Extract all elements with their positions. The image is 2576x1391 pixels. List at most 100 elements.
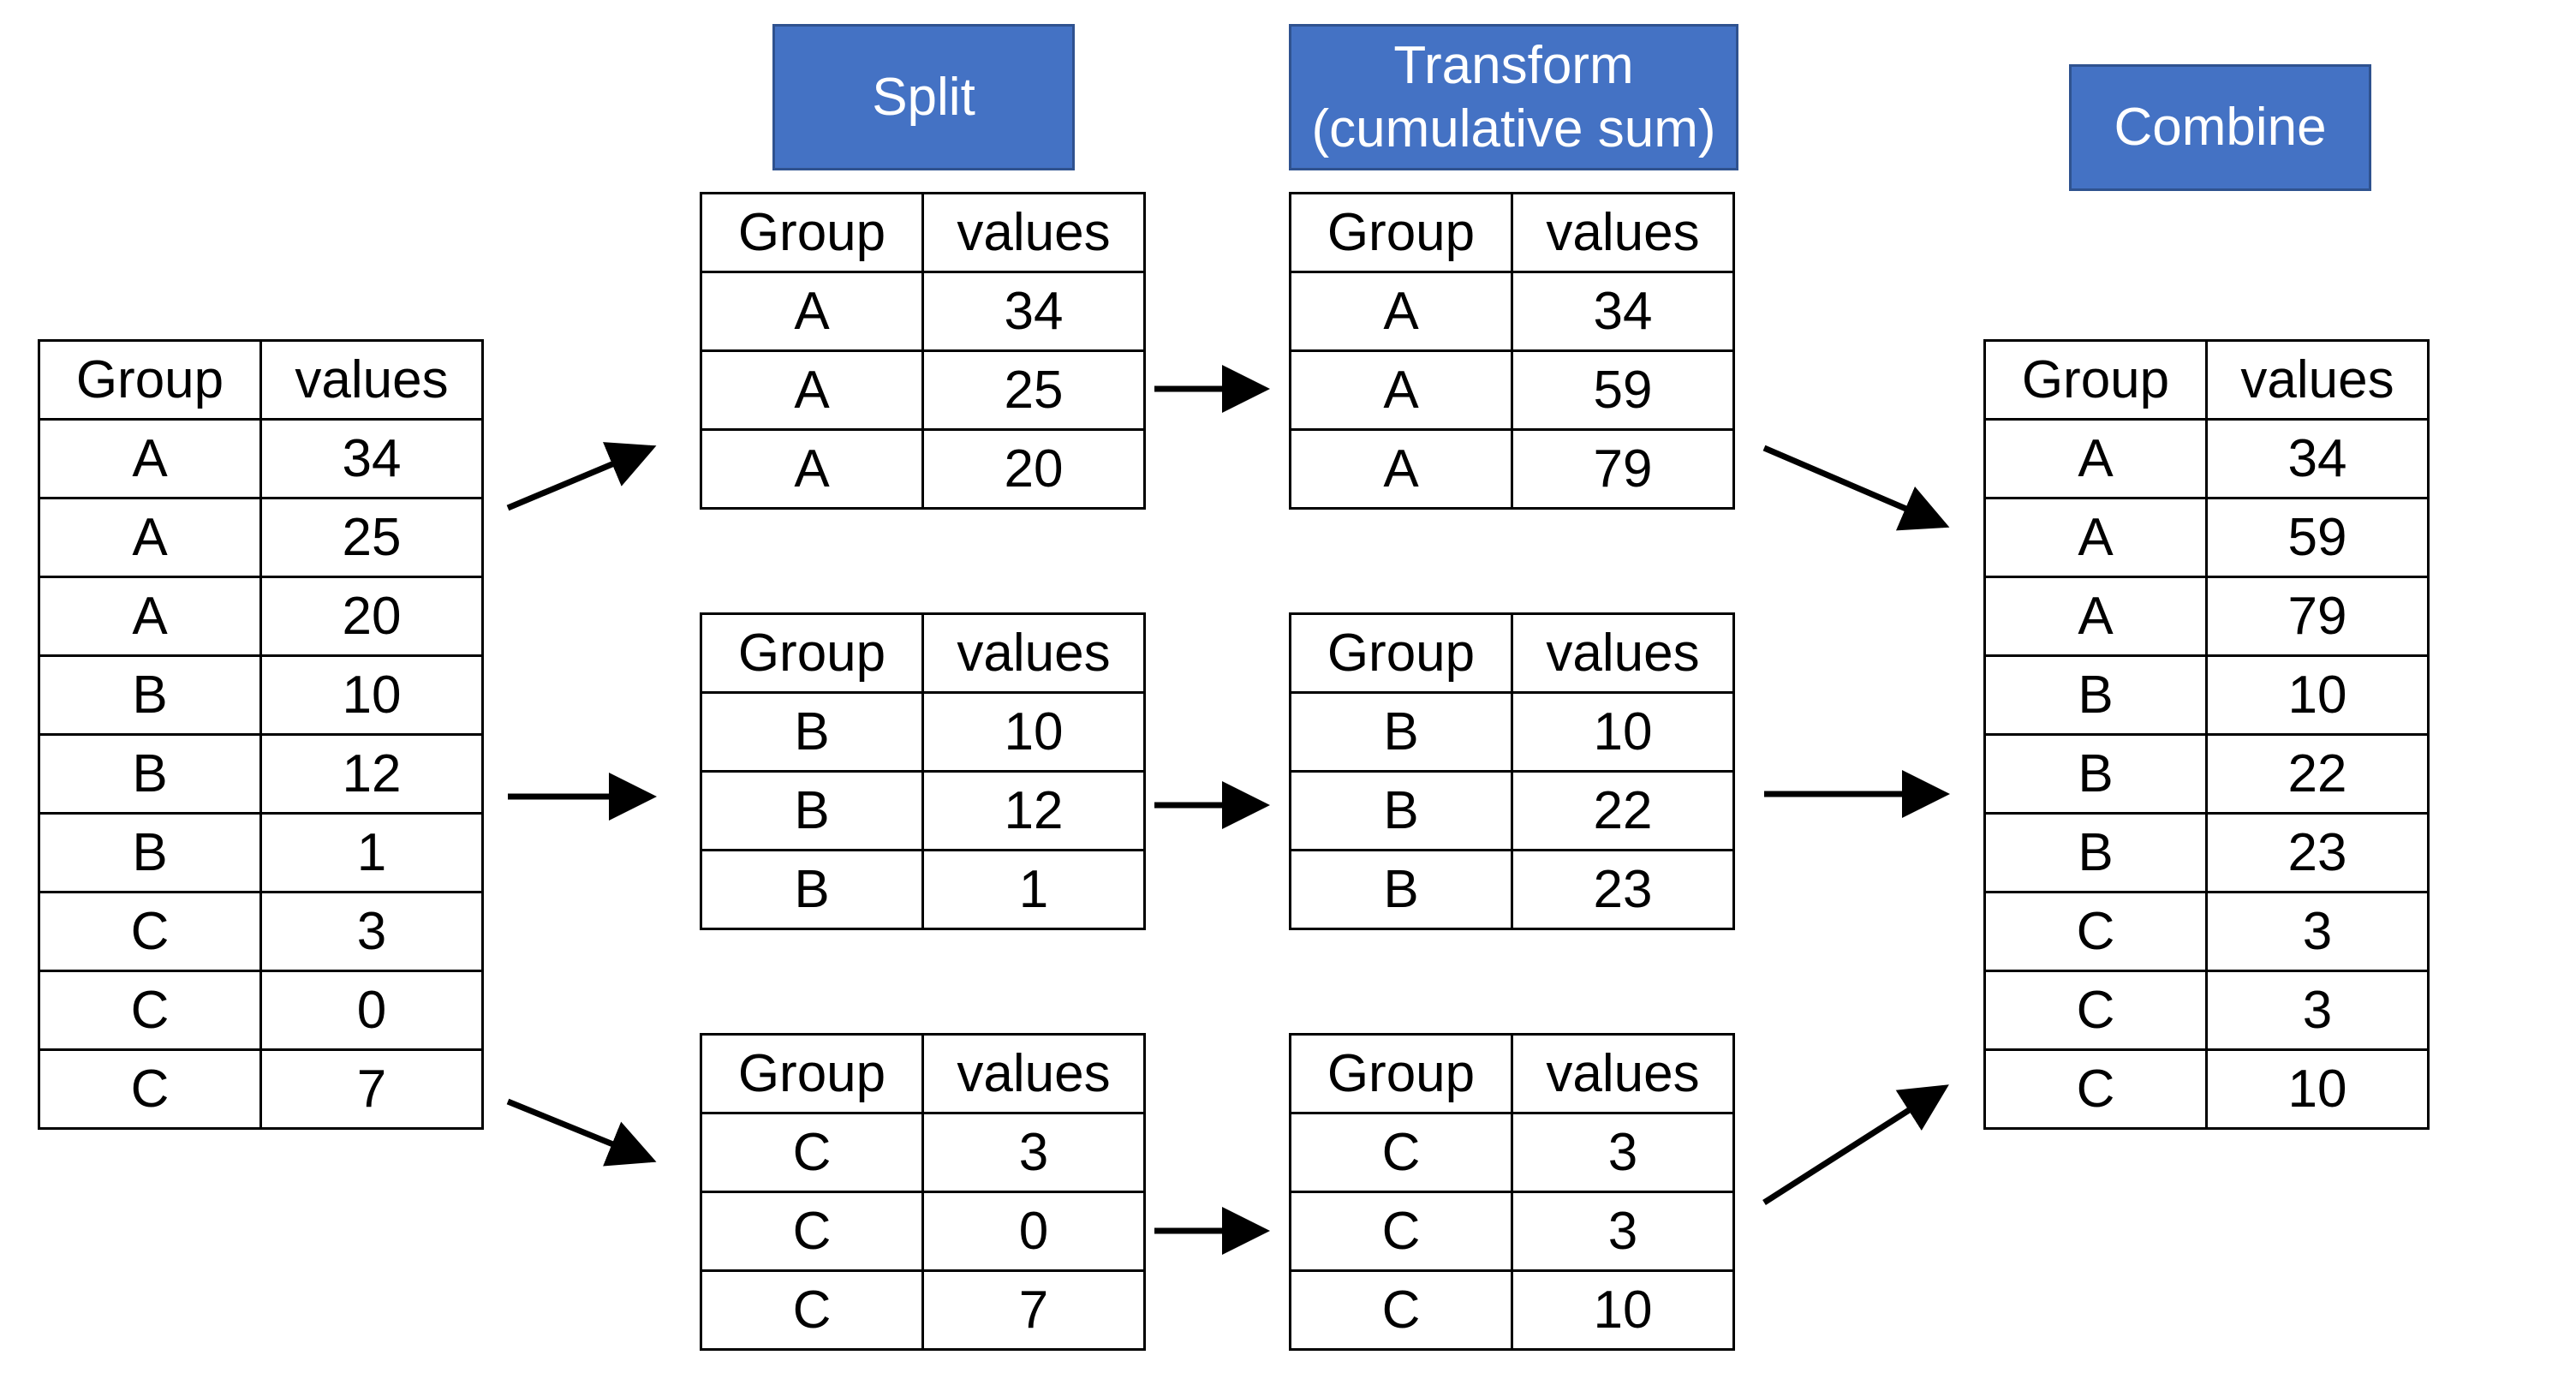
group-header: Group bbox=[38, 339, 262, 421]
group-cell: A bbox=[1983, 497, 2208, 578]
value-cell: 79 bbox=[1511, 428, 1735, 510]
group-cell: C bbox=[700, 1269, 924, 1351]
group-header: Group bbox=[1289, 192, 1513, 273]
value-cell: 3 bbox=[921, 1112, 1146, 1193]
group-cell: C bbox=[1289, 1112, 1513, 1193]
value-cell: 3 bbox=[1511, 1112, 1735, 1193]
group-cell: C bbox=[1289, 1191, 1513, 1272]
group-cell: C bbox=[1983, 970, 2208, 1051]
group-cell: B bbox=[38, 654, 262, 736]
value-cell: 12 bbox=[259, 733, 484, 815]
group-cell: B bbox=[1983, 812, 2208, 893]
group-cell: B bbox=[1983, 733, 2208, 815]
group-cell: C bbox=[700, 1112, 924, 1193]
value-cell: 10 bbox=[2205, 1048, 2430, 1130]
value-cell: 10 bbox=[259, 654, 484, 736]
group-cell: C bbox=[700, 1191, 924, 1272]
group-header: Group bbox=[1289, 1033, 1513, 1114]
value-cell: 10 bbox=[921, 691, 1146, 773]
value-cell: 1 bbox=[921, 849, 1146, 930]
group-cell: A bbox=[1983, 418, 2208, 499]
group-cell: A bbox=[1289, 428, 1513, 510]
value-cell: 25 bbox=[921, 349, 1146, 431]
group-header: Group bbox=[700, 192, 924, 273]
value-cell: 7 bbox=[259, 1048, 484, 1130]
values-header: values bbox=[921, 1033, 1146, 1114]
group-cell: A bbox=[38, 576, 262, 657]
group-header: Group bbox=[700, 612, 924, 694]
group-cell: C bbox=[38, 891, 262, 972]
values-header: values bbox=[259, 339, 484, 421]
group-cell: C bbox=[38, 1048, 262, 1130]
group-cell: B bbox=[1983, 654, 2208, 736]
split-stage-label: Split bbox=[872, 67, 975, 127]
value-cell: 34 bbox=[921, 271, 1146, 352]
value-cell: 59 bbox=[1511, 349, 1735, 431]
value-cell: 3 bbox=[1511, 1191, 1735, 1272]
arrow-transform-a-to-combined bbox=[1762, 445, 1950, 531]
group-cell: B bbox=[700, 691, 924, 773]
arrow-original-to-split-c bbox=[506, 1098, 657, 1167]
group-cell: A bbox=[700, 271, 924, 352]
values-header: values bbox=[921, 612, 1146, 694]
arrow-transform-c-to-combined bbox=[1762, 1084, 1949, 1205]
group-cell: B bbox=[38, 812, 262, 893]
values-header: values bbox=[2205, 339, 2430, 421]
value-cell: 34 bbox=[1511, 271, 1735, 352]
group-cell: B bbox=[1289, 691, 1513, 773]
value-cell: 10 bbox=[1511, 1269, 1735, 1351]
value-cell: 3 bbox=[2205, 970, 2430, 1051]
value-cell: 3 bbox=[2205, 891, 2430, 972]
group-cell: A bbox=[38, 497, 262, 578]
value-cell: 23 bbox=[1511, 849, 1735, 930]
split-stage-box: Split bbox=[772, 24, 1075, 170]
value-cell: 20 bbox=[259, 576, 484, 657]
group-cell: B bbox=[700, 770, 924, 851]
value-cell: 3 bbox=[259, 891, 484, 972]
value-cell: 22 bbox=[1511, 770, 1735, 851]
group-header: Group bbox=[700, 1033, 924, 1114]
value-cell: 25 bbox=[259, 497, 484, 578]
value-cell: 10 bbox=[1511, 691, 1735, 773]
group-cell: C bbox=[1289, 1269, 1513, 1351]
transform-stage-label: Transform bbox=[1393, 36, 1634, 96]
value-cell: 59 bbox=[2205, 497, 2430, 578]
value-cell: 23 bbox=[2205, 812, 2430, 893]
value-cell: 12 bbox=[921, 770, 1146, 851]
group-cell: C bbox=[1983, 1048, 2208, 1130]
value-cell: 7 bbox=[921, 1269, 1146, 1351]
group-cell: C bbox=[38, 970, 262, 1051]
